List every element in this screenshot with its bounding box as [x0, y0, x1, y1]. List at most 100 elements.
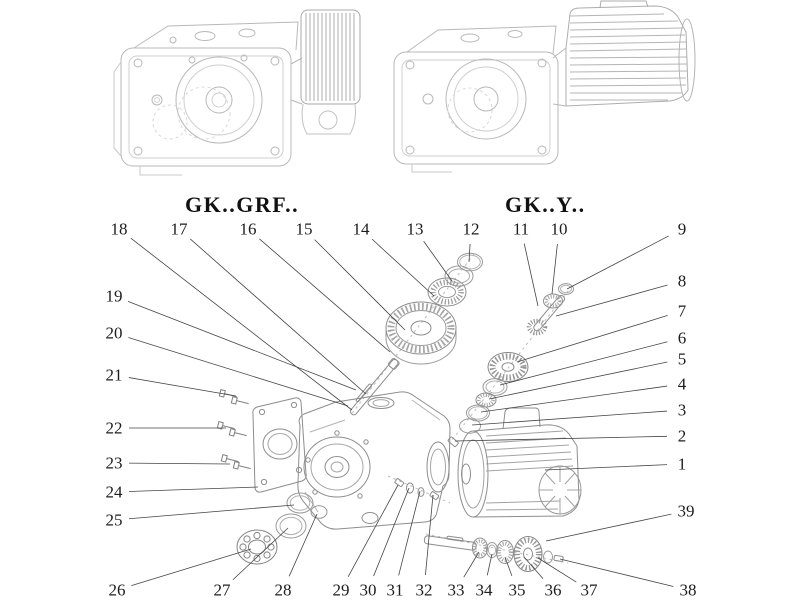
bevel-gear-part [487, 352, 529, 382]
callout-29: 29 [332, 580, 350, 600]
callout-39: 39 [677, 501, 695, 521]
leader-line-36 [523, 556, 544, 579]
leader-line-5 [488, 361, 668, 400]
leader-line-18 [130, 237, 353, 411]
callout-7: 7 [677, 301, 687, 321]
model-title-grf: GK..GRF.. [185, 192, 300, 217]
leader-line-20 [128, 337, 349, 407]
leader-line-8 [555, 284, 668, 317]
callout-13: 13 [406, 219, 424, 239]
callout-30: 30 [359, 580, 377, 600]
callout-8: 8 [677, 271, 687, 291]
callout-20: 20 [105, 323, 123, 343]
callout-1: 1 [677, 454, 687, 474]
leader-line-14 [371, 238, 435, 297]
housing-part [297, 391, 451, 530]
gearbox-grf-drawing [113, 9, 361, 176]
callout-4: 4 [677, 374, 687, 394]
callout-35: 35 [508, 580, 526, 600]
fastener-parts [394, 478, 440, 501]
callout-25: 25 [105, 510, 123, 530]
leader-line-31 [398, 490, 421, 576]
leader-line-21 [128, 377, 237, 397]
leader-line-38 [559, 558, 674, 587]
callout-17: 17 [170, 219, 188, 239]
callout-18: 18 [110, 219, 128, 239]
leader-line-6 [499, 341, 668, 386]
leader-line-35 [504, 556, 513, 577]
main-gear-part [385, 301, 457, 365]
callout-23: 23 [105, 453, 123, 473]
callout-11: 11 [512, 219, 530, 239]
callout-19: 19 [105, 286, 123, 306]
leader-line-23 [128, 462, 231, 465]
callout-10: 10 [550, 219, 568, 239]
leader-lines [127, 235, 674, 587]
leader-line-9 [566, 235, 669, 290]
pinion-shaft-part [526, 283, 574, 336]
callout-28: 28 [274, 580, 292, 600]
callout-33: 33 [447, 580, 465, 600]
leader-line-13 [423, 240, 453, 282]
flange-plate-part [252, 397, 307, 493]
model-title-y: GK..Y.. [505, 192, 586, 217]
callout-12: 12 [462, 219, 480, 239]
cover-rings-parts [275, 492, 328, 539]
snap-ring-part-12 [457, 252, 483, 272]
leader-line-10 [551, 243, 558, 295]
assembly-axis-lines [349, 253, 573, 564]
callout-14: 14 [352, 219, 370, 239]
leader-line-17 [189, 238, 367, 395]
callout-32: 32 [415, 580, 433, 600]
callout-27: 27 [213, 580, 231, 600]
leader-line-1 [544, 464, 668, 471]
callout-34: 34 [475, 580, 493, 600]
leader-line-3 [471, 410, 668, 426]
callout-15: 15 [295, 219, 313, 239]
motor-part [457, 407, 582, 518]
leader-line-25 [128, 504, 295, 520]
leader-line-24 [128, 486, 259, 492]
callout-36: 36 [544, 580, 562, 600]
callout-16: 16 [239, 219, 257, 239]
leader-line-7 [516, 315, 668, 363]
leader-line-32 [425, 494, 434, 576]
gearbox-y-drawing [393, 0, 696, 173]
bearing-part-14 [427, 277, 467, 307]
leader-line-12 [468, 243, 471, 263]
leader-line-4 [480, 385, 668, 413]
leader-line-27 [232, 527, 289, 581]
leader-line-15 [314, 239, 406, 331]
leader-line-28 [288, 513, 318, 577]
leader-line-26 [131, 548, 252, 586]
leader-line-34 [486, 553, 493, 576]
callout-3: 3 [677, 400, 687, 420]
callout-9: 9 [677, 219, 687, 239]
callout-2: 2 [677, 426, 687, 446]
exploded-view-drawing [216, 252, 582, 572]
callout-31: 31 [386, 580, 404, 600]
callout-5: 5 [677, 349, 687, 369]
leader-line-29 [347, 484, 399, 578]
callout-24: 24 [105, 482, 123, 502]
input-shaft-part [349, 357, 400, 416]
motor-drawing [565, 0, 696, 107]
washer-ring-parts [459, 378, 508, 434]
leader-line-19 [127, 301, 357, 391]
leader-line-37 [537, 557, 577, 583]
callout-26: 26 [108, 580, 126, 600]
leader-line-30 [373, 487, 410, 577]
leader-line-16 [259, 238, 391, 353]
callout-37: 37 [580, 580, 598, 600]
callout-6: 6 [677, 328, 687, 348]
callout-38: 38 [679, 580, 697, 600]
leader-line-33 [463, 551, 480, 578]
end-bolt-part [553, 555, 564, 562]
callout-21: 21 [105, 365, 123, 385]
leader-line-11 [523, 243, 539, 307]
leader-line-2 [454, 435, 668, 442]
leader-line-39 [545, 513, 672, 542]
